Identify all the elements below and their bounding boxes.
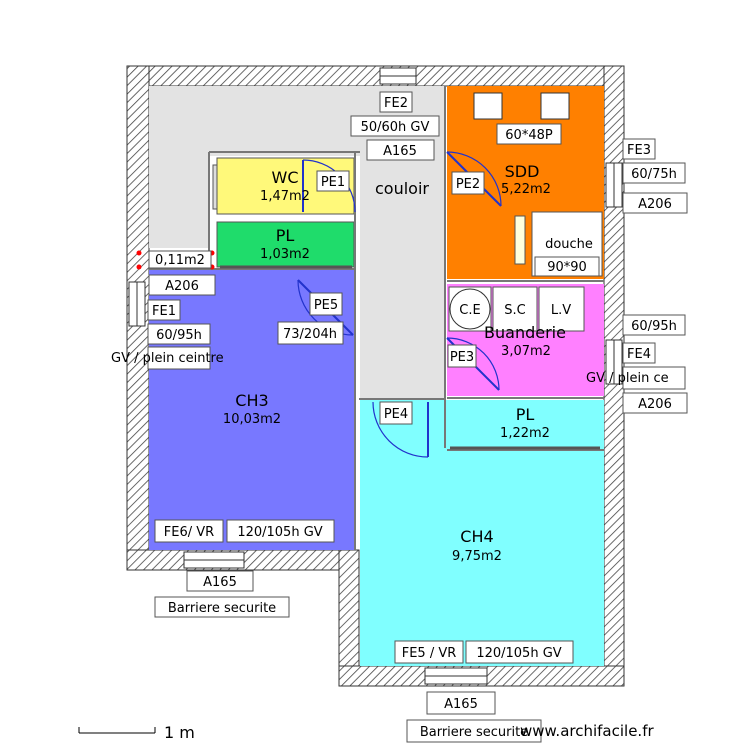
interior-partitions [149, 86, 604, 550]
small-area-label: 0,11m2 [155, 253, 205, 268]
fe6-dim-label: 120/105h GV [237, 525, 322, 540]
scale-label: 1 m [164, 723, 195, 742]
fe5-dim-label: 120/105h GV [476, 646, 561, 661]
pl2-area: 1,22m2 [500, 426, 550, 441]
fe4-dim-top-label: 60/95h [631, 319, 677, 334]
a165-ch3-label: A165 [203, 575, 237, 590]
couloir-floor-left [149, 86, 209, 248]
buanderie-area: 3,07m2 [501, 344, 551, 359]
fe2-dim-label: 50/60h GV [361, 120, 430, 135]
ch4-area: 9,75m2 [452, 549, 502, 564]
fe4-note-label: GV / plein ce [586, 371, 669, 386]
sink-left-icon [473, 92, 503, 120]
pl1-floor [216, 221, 355, 268]
barriere1-label: Barriere securite [168, 601, 276, 616]
a206-right2-label: A206 [638, 397, 672, 412]
couloir-floor-main [360, 86, 444, 398]
barriere2-label: Barriere securite [420, 725, 528, 740]
archifacile-logo: www.archifacile.fr [520, 722, 654, 740]
ce-label: C.E [459, 303, 480, 318]
fe6-label: FE6/ VR [164, 525, 214, 540]
a165-top-label: A165 [383, 144, 417, 159]
pe5-label: PE5 [314, 298, 338, 313]
sink-label: 60*48P [505, 128, 553, 143]
fe3-dim-label: 60/75h [631, 167, 677, 182]
couloir-name: couloir [375, 179, 429, 198]
appliance-sc-box [492, 286, 538, 332]
fe1-note-label: GV / plein ceintre [111, 351, 224, 366]
a206-left-label: A206 [165, 279, 199, 294]
fe1-dim-label: 60/95h [156, 328, 202, 343]
annotation-labels: FE2 50/60h GV A165 60*48P FE3 60/75h A20… [111, 91, 688, 743]
pe3-label: PE3 [450, 350, 474, 365]
ch4-name: CH4 [460, 527, 493, 546]
fe5-label: FE5 / VR [402, 646, 457, 661]
pe1-label: PE1 [321, 175, 345, 190]
fe1-label: FE1 [152, 304, 176, 319]
pl1-area: 1,03m2 [260, 247, 310, 262]
lv-label: L.V [551, 303, 571, 318]
sc-label: S.C [504, 303, 525, 318]
pe4-label: PE4 [384, 407, 408, 422]
ch3-area: 10,03m2 [223, 412, 281, 427]
wc-name: WC [272, 168, 299, 187]
ch3-floor [149, 270, 355, 550]
sliding-doors [212, 164, 600, 450]
fe3-label: FE3 [627, 143, 651, 158]
pl1-name: PL [276, 226, 295, 245]
wc-area: 1,47m2 [260, 189, 310, 204]
pe2-label: PE2 [456, 177, 480, 192]
sink-right-icon [540, 92, 570, 120]
water-heater-icon [449, 288, 491, 330]
sdd-name: SDD [505, 162, 540, 181]
pl2-name: PL [516, 405, 535, 424]
fe4-label: FE4 [627, 347, 651, 362]
windows [128, 67, 623, 685]
scale-bar: 1 m [78, 723, 195, 742]
pe5-dim-label: 73/204h [283, 327, 337, 342]
ch4-floor [360, 400, 604, 666]
douche-dim-label: 90*90 [547, 260, 587, 275]
appliance-lv-box [538, 286, 585, 332]
sdd-area: 5,22m2 [501, 182, 551, 197]
fe2-label: FE2 [384, 96, 408, 111]
douche-label: douche [545, 237, 593, 252]
a206-right1-label: A206 [638, 197, 672, 212]
a165-ch4-label: A165 [444, 697, 478, 712]
ch3-name: CH3 [235, 391, 268, 410]
buanderie-name: Buanderie [484, 323, 566, 342]
